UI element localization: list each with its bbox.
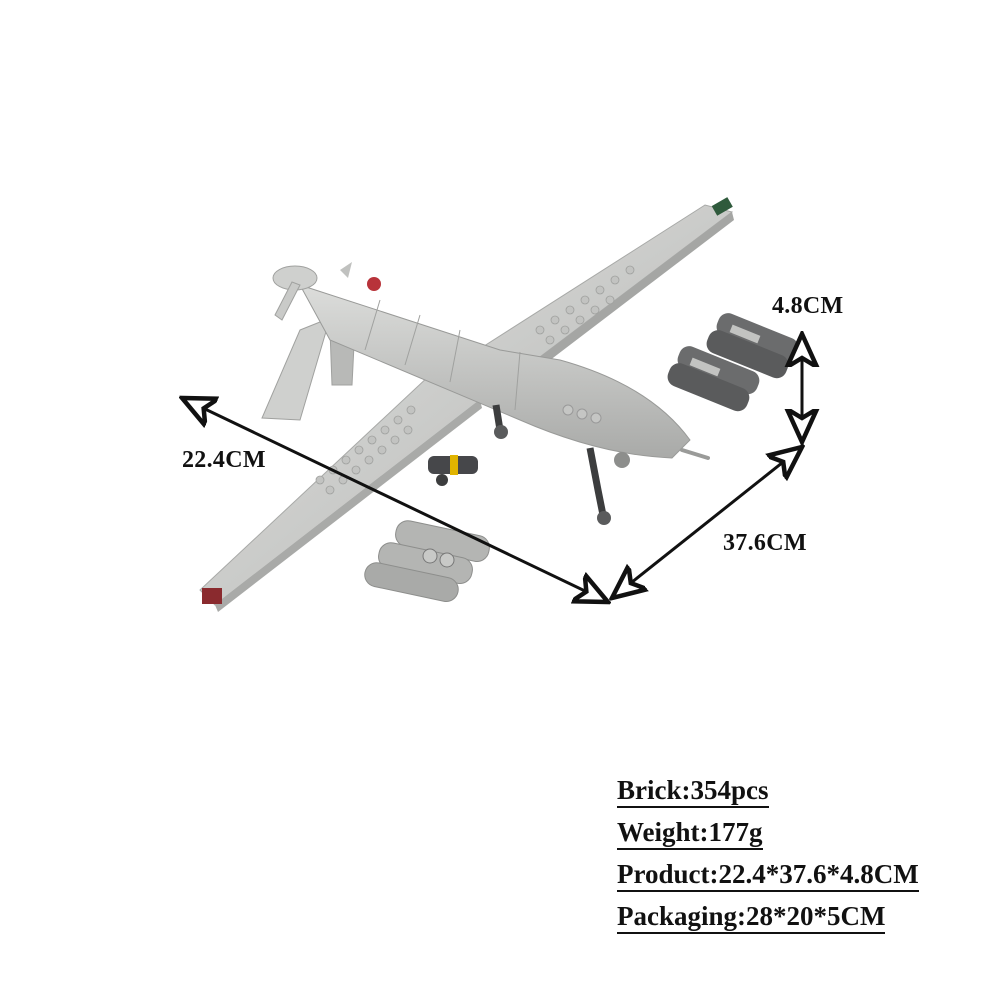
red-sensor: [367, 277, 381, 291]
dimension-lines: [182, 334, 802, 602]
propeller: [272, 262, 352, 321]
width-dimension-label: 22.4CM: [182, 447, 266, 473]
spec-list: Brick:354pcs Weight:177g Product:22.4*37…: [617, 776, 919, 944]
height-dimension-label: 4.8CM: [772, 293, 844, 319]
missile-set: [667, 313, 799, 412]
width-dimension-arrow: [182, 398, 608, 602]
fuel-tank-set: [364, 520, 490, 602]
spec-weight: Weight:177g: [617, 818, 763, 850]
spec-product-size: Product:22.4*37.6*4.8CM: [617, 860, 919, 892]
length-dimension-arrow: [612, 447, 802, 598]
green-wingtip: [711, 197, 733, 216]
red-wingtip: [202, 588, 222, 604]
under-wing-missile: [428, 455, 478, 486]
spec-brick-count: Brick:354pcs: [617, 776, 769, 808]
length-dimension-label: 37.6CM: [723, 530, 807, 556]
nose-probe: [680, 448, 710, 460]
right-wing: [468, 197, 734, 380]
spec-packaging-size: Packaging:28*20*5CM: [617, 902, 886, 934]
